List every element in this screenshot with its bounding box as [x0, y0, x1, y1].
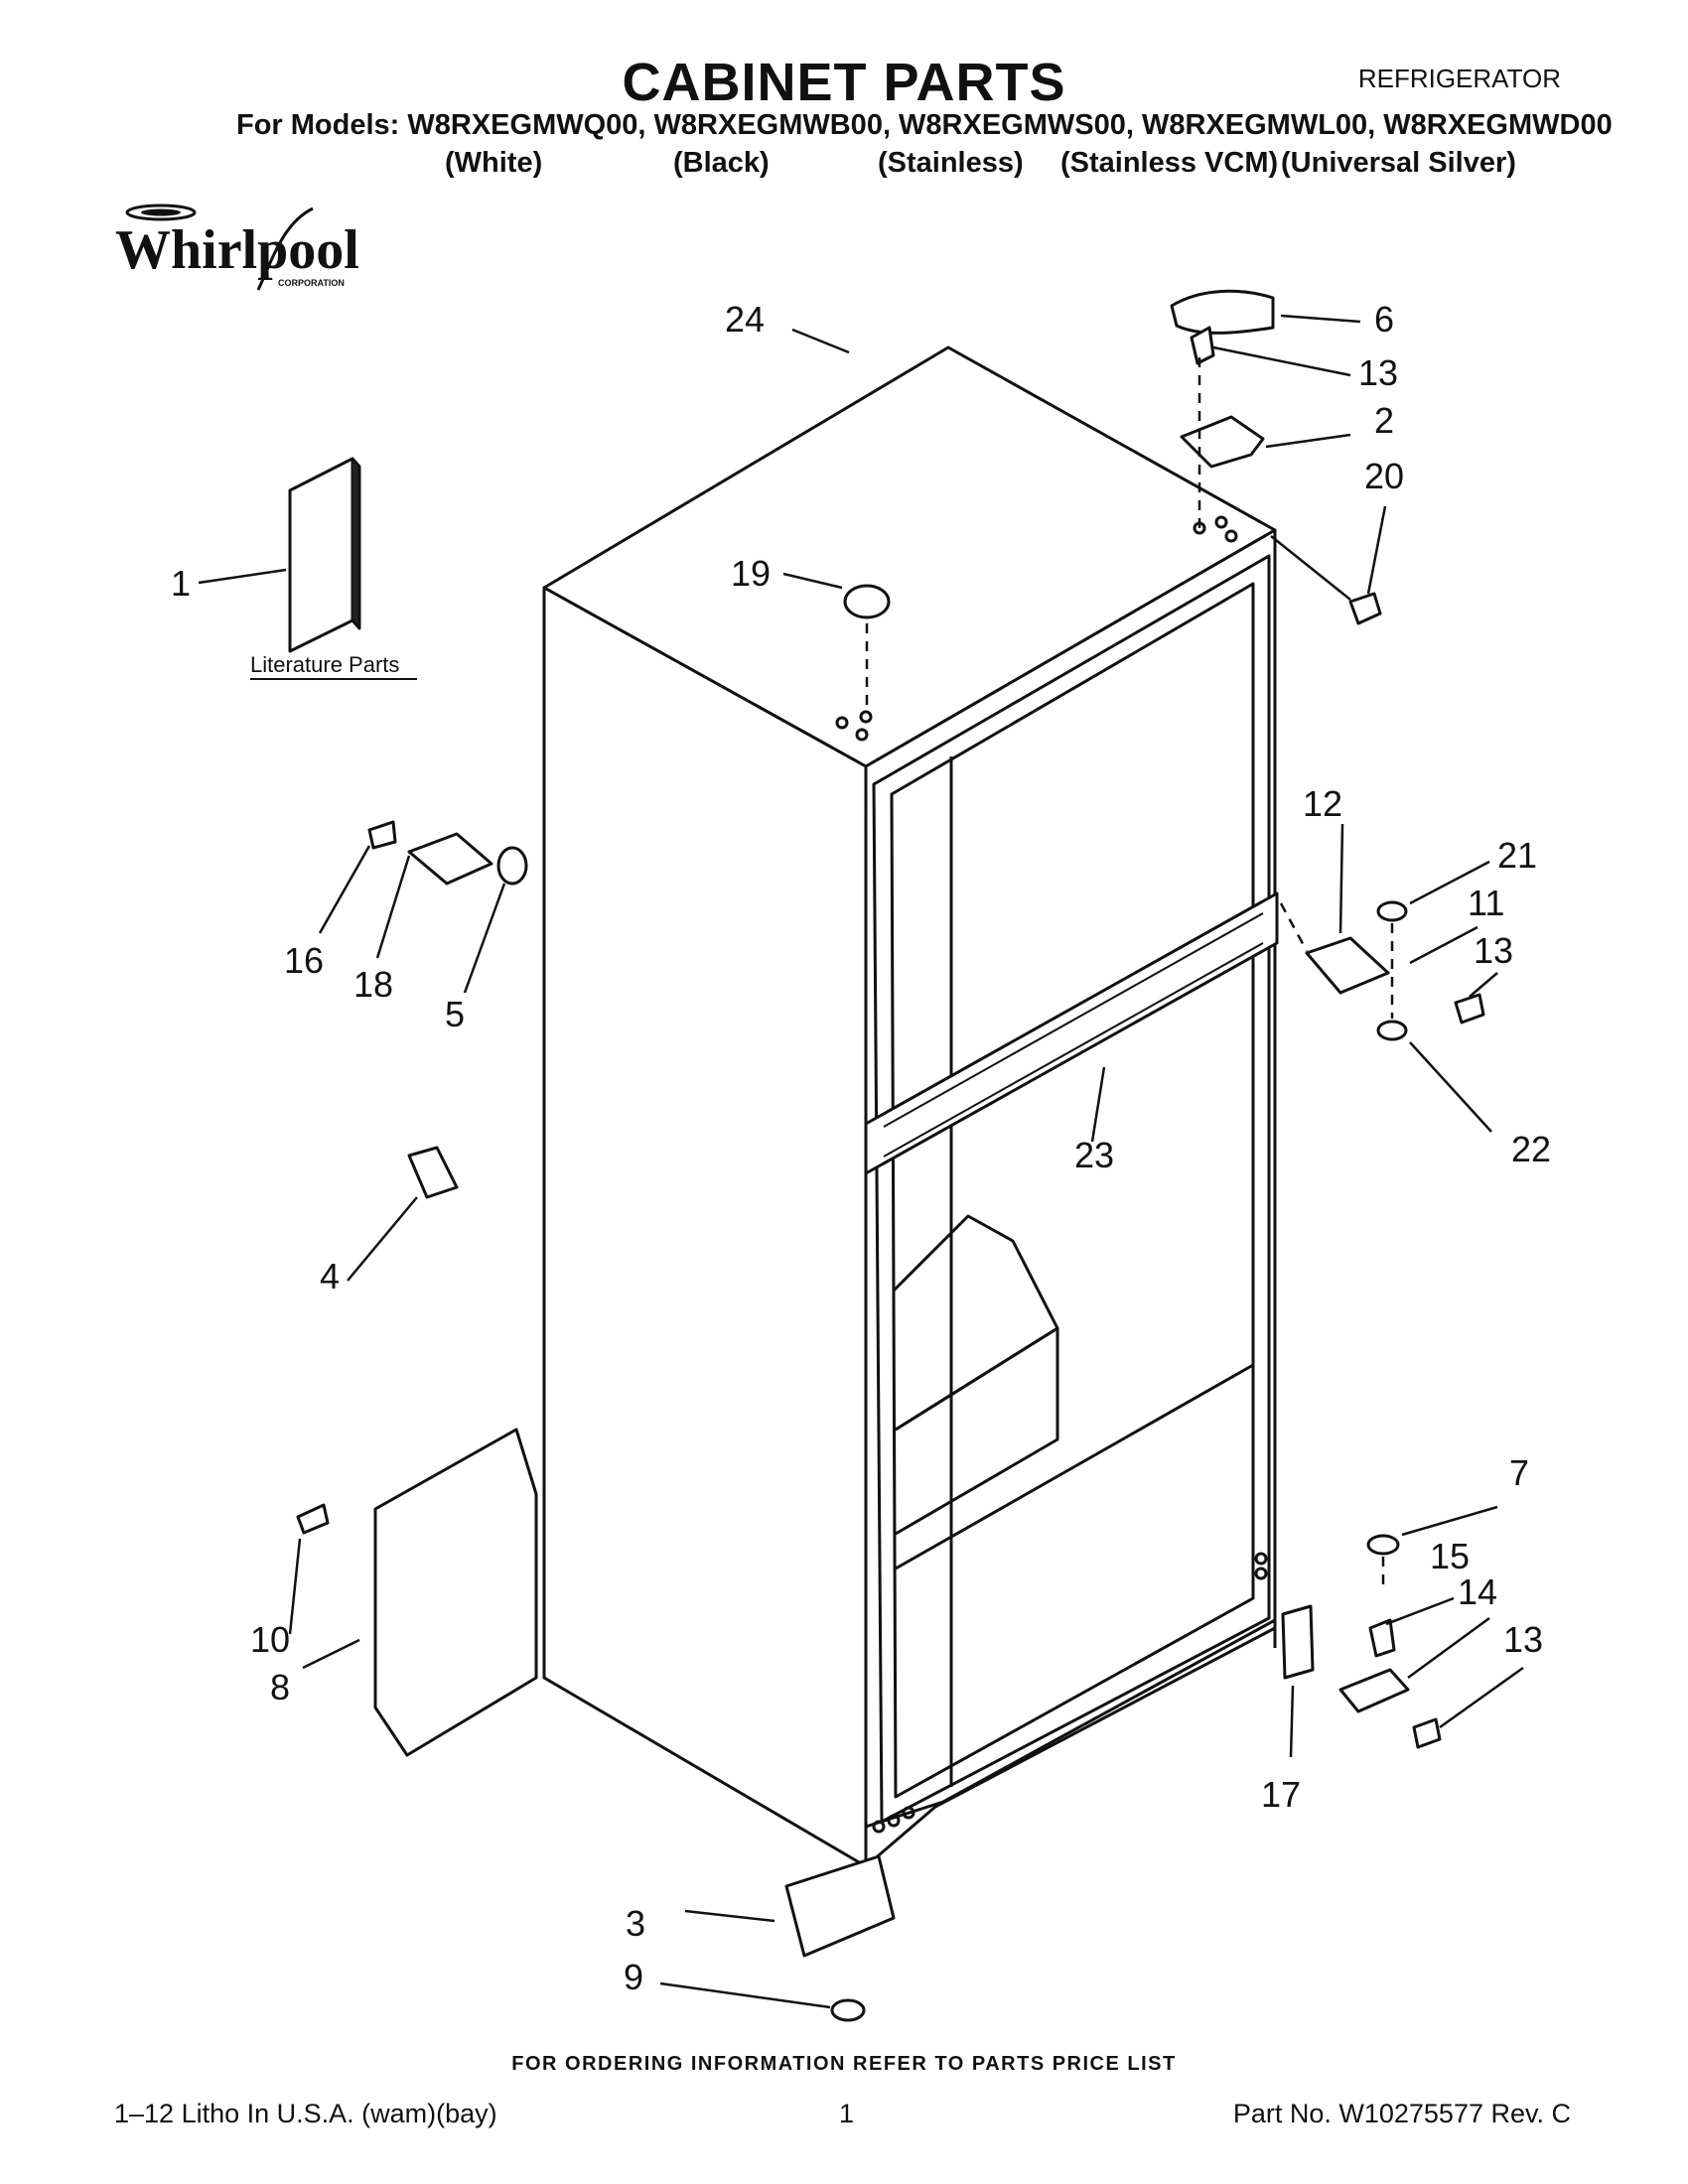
literature-parts-label: Literature Parts	[250, 652, 399, 677]
variant-universal-silver: (Universal Silver)	[1281, 147, 1516, 179]
callout-7: 7	[1509, 1452, 1529, 1493]
callout-3: 3	[626, 1903, 645, 1944]
variant-black: (Black)	[673, 147, 770, 179]
callout-12: 12	[1303, 783, 1342, 824]
literature-part	[288, 457, 354, 653]
callout-16: 16	[284, 940, 324, 981]
logo-subtitle: CORPORATION	[278, 278, 345, 288]
callout-2: 2	[1374, 400, 1394, 441]
screw-10	[296, 1503, 330, 1535]
callout-1: 1	[171, 563, 191, 604]
shim-17	[1281, 1604, 1315, 1680]
variant-white: (White)	[445, 147, 543, 179]
ordering-note: FOR ORDERING INFORMATION REFER TO PARTS …	[511, 2053, 1177, 2075]
logo-wordmark: Whirlpool	[115, 219, 359, 281]
callout-13-top: 13	[1358, 352, 1398, 393]
leader-lines	[198, 314, 1524, 2009]
clip-4	[407, 1146, 459, 1199]
callout-20: 20	[1364, 456, 1404, 496]
callout-24: 24	[725, 299, 765, 340]
screw-13-middle	[1454, 993, 1485, 1024]
washer-5	[496, 846, 528, 886]
screw-13-bottom	[1412, 1717, 1442, 1749]
part-number: Part No. W10275577 Rev. C	[1232, 2099, 1571, 2128]
callout-9: 9	[624, 1957, 643, 1997]
callout-4: 4	[320, 1256, 340, 1297]
hinge-20	[1348, 592, 1382, 625]
document-type: REFRIGERATOR	[1357, 64, 1561, 93]
leveling-foot-9	[830, 1998, 866, 2022]
page-title: CABINET PARTS	[622, 53, 1066, 112]
callout-10: 10	[250, 1619, 290, 1660]
callout-17: 17	[1261, 1774, 1301, 1815]
callout-14: 14	[1458, 1571, 1497, 1612]
callout-11: 11	[1468, 883, 1504, 923]
callout-6: 6	[1374, 299, 1394, 340]
models-line: For Models: W8RXEGMWQ00, W8RXEGMWB00, W8…	[236, 109, 1613, 141]
parts	[288, 289, 1485, 2022]
cabinet-body	[542, 345, 1279, 1868]
callout-5: 5	[445, 994, 465, 1034]
whirlpool-logo: Whirlpool CORPORATION	[115, 204, 359, 291]
bottom-hinge-14	[1338, 1668, 1410, 1713]
plug-19	[843, 584, 891, 619]
hinge-12	[1305, 936, 1390, 995]
callout-15: 15	[1430, 1536, 1470, 1576]
washer-7	[1366, 1534, 1400, 1556]
washer-21	[1376, 900, 1408, 922]
part-18	[407, 832, 493, 886]
screw-16	[367, 820, 397, 850]
callout-21: 21	[1497, 835, 1537, 876]
page-number: 1	[839, 2099, 855, 2128]
washer-22	[1376, 1020, 1408, 1041]
roller-3	[784, 1854, 896, 1958]
hinge-cover	[1170, 289, 1275, 335]
access-panel-8	[373, 1428, 538, 1757]
callout-22: 22	[1511, 1129, 1551, 1169]
variant-stainless-vcm: (Stainless VCM)	[1060, 147, 1279, 179]
callout-23: 23	[1074, 1135, 1114, 1175]
callout-13-bottom: 13	[1503, 1619, 1543, 1660]
callout-19: 19	[731, 553, 771, 594]
litho-info: 1–12 Litho In U.S.A. (wam)(bay)	[114, 2099, 497, 2128]
variant-stainless: (Stainless)	[878, 147, 1024, 179]
callout-8: 8	[270, 1667, 290, 1707]
callout-18: 18	[353, 964, 393, 1005]
callout-13-middle: 13	[1474, 930, 1513, 971]
screw-13-top	[1190, 326, 1215, 365]
top-hinge	[1180, 415, 1265, 469]
pin-15	[1368, 1618, 1396, 1658]
